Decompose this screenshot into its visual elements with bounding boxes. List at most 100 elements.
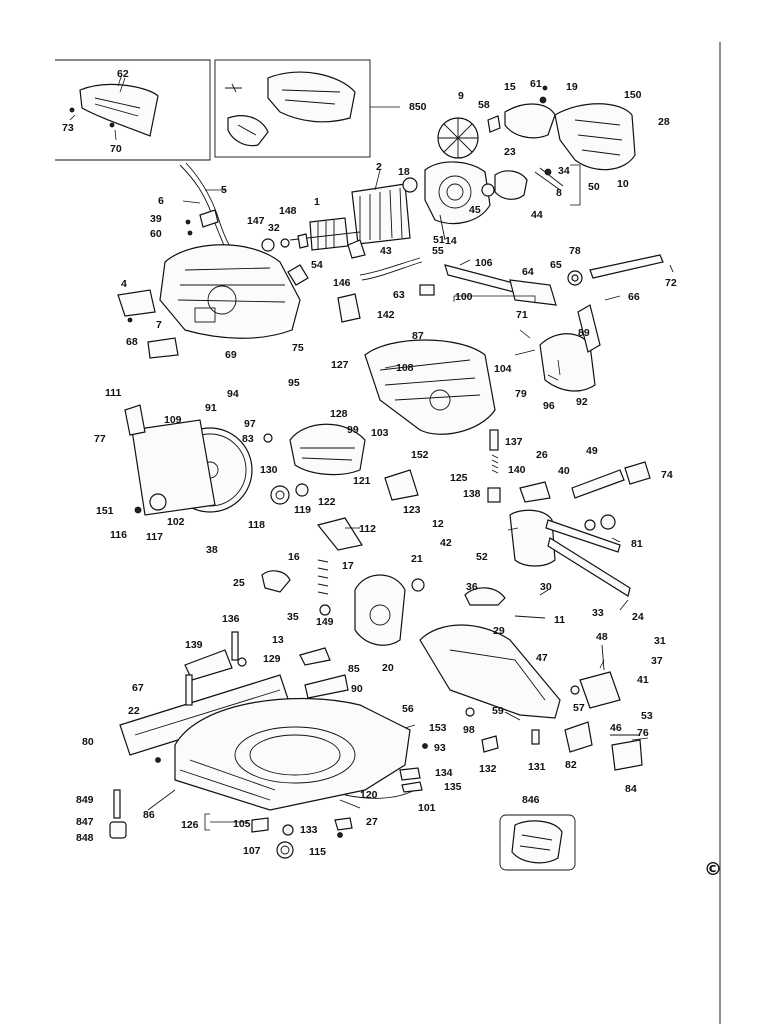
part-label-98: 98: [463, 724, 475, 736]
part-label-115: 115: [309, 846, 326, 858]
part-label-122: 122: [318, 496, 336, 508]
part-label-46: 46: [610, 722, 622, 734]
part-label-109: 109: [164, 414, 182, 426]
part-label-82: 82: [565, 759, 577, 771]
upper-arm-87: [364, 339, 496, 435]
part-label-30: 30: [540, 581, 552, 593]
part-label-153: 153: [429, 722, 447, 734]
blade-group: [124, 404, 253, 516]
copyright-symbol: ©: [704, 859, 722, 880]
part-label-36: 36: [466, 581, 478, 593]
part-label-94: 94: [227, 388, 239, 400]
part-label-2: 2: [376, 161, 382, 173]
lower-guard-121: [289, 423, 366, 476]
part-label-112: 112: [359, 523, 376, 535]
part-label-8: 8: [556, 187, 562, 199]
part-label-67: 67: [132, 682, 144, 694]
inset-guard-assembly-850: [214, 59, 400, 158]
part-labels: 1245678910111213141516171819202122232425…: [62, 68, 677, 858]
latch-group: [384, 429, 501, 503]
part-label-59: 59: [492, 705, 504, 717]
part-label-149: 149: [316, 616, 334, 628]
part-label-133: 133: [300, 824, 318, 836]
part-label-63: 63: [393, 289, 405, 301]
part-label-103: 103: [371, 427, 389, 439]
part-label-106: 106: [475, 257, 493, 269]
part-label-55: 55: [432, 245, 444, 257]
part-label-1: 1: [314, 196, 320, 208]
part-label-126: 126: [181, 819, 199, 831]
part-label-135: 135: [444, 781, 462, 793]
pivot-bracket-group: [514, 304, 601, 392]
part-label-100: 100: [455, 291, 473, 303]
part-label-116: 116: [110, 529, 127, 541]
part-label-139: 139: [185, 639, 203, 651]
part-label-136: 136: [222, 613, 240, 625]
part-label-83: 83: [242, 433, 254, 445]
part-label-77: 77: [94, 433, 106, 445]
part-label-79: 79: [515, 388, 527, 400]
washer-group: [134, 433, 309, 514]
part-label-117: 117: [146, 531, 163, 543]
part-label-89: 89: [578, 327, 590, 339]
part-label-11: 11: [554, 614, 565, 626]
cord-group: [179, 162, 231, 249]
part-label-68: 68: [126, 336, 138, 348]
part-label-7: 7: [156, 319, 162, 331]
misc-small-parts: [465, 707, 540, 753]
part-label-125: 125: [450, 472, 468, 484]
part-label-101: 101: [418, 802, 436, 814]
rail-group: [509, 461, 651, 597]
part-label-140: 140: [508, 464, 526, 476]
slide-shaft-group: [567, 254, 674, 286]
feet-group: [109, 789, 127, 839]
part-label-20: 20: [382, 662, 394, 674]
spindle-lock-group: [347, 239, 435, 296]
part-label-131: 131: [528, 761, 546, 773]
part-label-40: 40: [558, 465, 570, 477]
part-label-25: 25: [233, 577, 245, 589]
part-label-78: 78: [569, 245, 581, 257]
part-label-75: 75: [292, 342, 304, 354]
clamp-group: [464, 587, 546, 619]
part-label-850: 850: [409, 101, 427, 113]
part-label-14: 14: [445, 235, 457, 247]
part-label-42: 42: [440, 537, 452, 549]
part-label-118: 118: [248, 519, 265, 531]
part-label-72: 72: [665, 277, 677, 289]
part-label-60: 60: [150, 228, 162, 240]
part-label-34: 34: [558, 165, 570, 177]
part-label-62: 62: [117, 68, 129, 80]
rear-cover-group: [504, 85, 636, 171]
part-label-26: 26: [536, 449, 548, 461]
part-label-104: 104: [494, 363, 512, 375]
hardware-kit-846: [499, 814, 576, 871]
part-label-111: 111: [105, 387, 122, 399]
part-label-52: 52: [476, 551, 488, 563]
part-label-137: 137: [505, 436, 523, 448]
part-label-92: 92: [576, 396, 588, 408]
lock-pin-group: [534, 164, 581, 206]
part-label-9: 9: [458, 90, 464, 102]
part-label-70: 70: [110, 143, 122, 155]
part-label-846: 846: [522, 794, 540, 806]
table-arm-29: [419, 624, 561, 719]
part-label-58: 58: [478, 99, 490, 111]
pivot-group: [261, 559, 425, 646]
part-label-66: 66: [628, 291, 640, 303]
part-label-80: 80: [82, 736, 94, 748]
part-label-49: 49: [586, 445, 598, 457]
part-label-61: 61: [530, 78, 542, 90]
part-label-129: 129: [263, 653, 281, 665]
motor-armature-group: [261, 177, 418, 252]
motor-housing-69: [159, 244, 301, 339]
part-label-69: 69: [225, 349, 237, 361]
part-label-21: 21: [411, 553, 423, 565]
part-label-120: 120: [360, 789, 378, 801]
part-label-847: 847: [76, 816, 94, 828]
part-label-152: 152: [411, 449, 429, 461]
part-label-74: 74: [661, 469, 673, 481]
part-label-130: 130: [260, 464, 278, 476]
part-label-37: 37: [651, 655, 663, 667]
